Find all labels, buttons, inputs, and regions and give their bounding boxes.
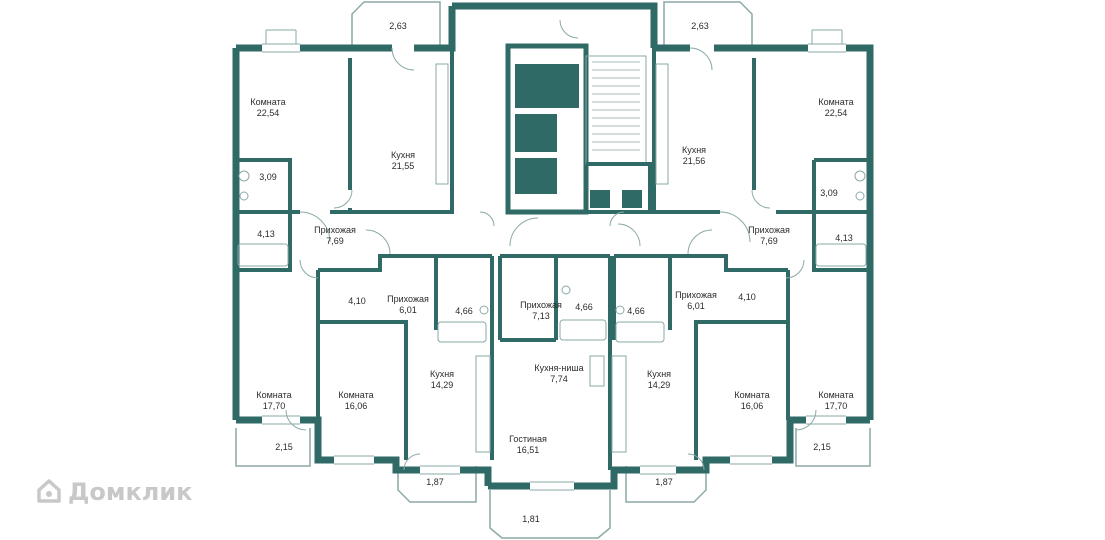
room-label: 4,10	[738, 292, 756, 302]
room-label: 2,15	[275, 442, 293, 452]
watermark-text: Домклик	[68, 478, 193, 506]
windows	[262, 29, 846, 491]
doors	[285, 19, 817, 471]
room-label: 2,63	[389, 21, 407, 31]
domclick-logo-icon	[37, 479, 61, 503]
room-label: 2,63	[691, 21, 709, 31]
room-label: 1,81	[522, 514, 540, 524]
room-label: 3,09	[820, 188, 838, 198]
room-label: 4,13	[835, 233, 853, 243]
room-label: 2,15	[813, 442, 831, 452]
room-label: 4,66	[455, 306, 473, 316]
room-label: 4,10	[348, 296, 366, 306]
room-label: 4,66	[575, 302, 593, 312]
room-label: 4,66	[627, 306, 645, 316]
fixtures	[237, 63, 867, 453]
room-label: 1,87	[655, 477, 673, 487]
room-label: 4,13	[257, 229, 275, 239]
walls	[232, 2, 874, 490]
balconies	[235, 1, 871, 539]
room-label: 3,09	[259, 172, 277, 182]
inner-walls	[236, 48, 870, 470]
room-label: 1,87	[426, 477, 444, 487]
building-core	[505, 43, 652, 215]
domclick-watermark: Домклик	[36, 478, 192, 506]
